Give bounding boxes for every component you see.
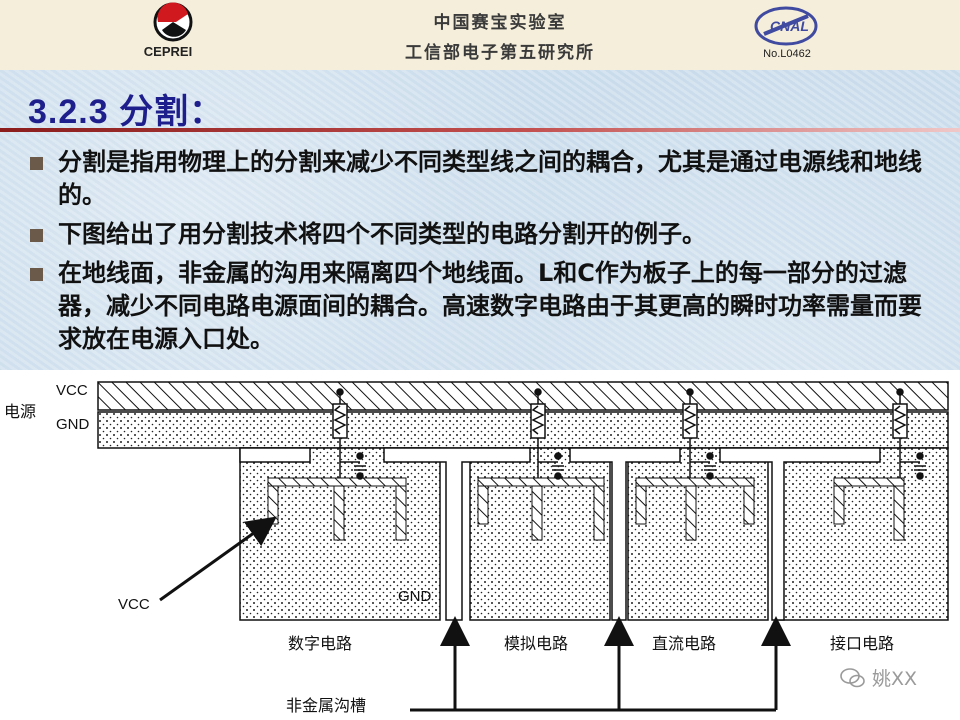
- section-label-interface: 接口电路: [830, 634, 895, 653]
- bullet-item: 下图给出了用分割技术将四个不同类型的电路分割开的例子。: [30, 218, 930, 251]
- square-bullet-icon: [30, 157, 43, 170]
- svg-text:CNAL: CNAL: [770, 18, 809, 34]
- title-underline: [0, 128, 960, 132]
- bullet-item: 分割是指用物理上的分割来减少不同类型线之间的耦合，尤其是通过电源线和地线的。: [30, 146, 930, 212]
- wechat-icon: [840, 667, 865, 687]
- section-label-analog: 模拟电路: [504, 634, 569, 653]
- bullet-text: 分割是指用物理上的分割来减少不同类型线之间的耦合，尤其是通过电源线和地线的。: [58, 148, 922, 209]
- watermark: 姚XX: [840, 664, 917, 691]
- cnal-logo-icon: CNAL: [754, 6, 818, 46]
- bullet-list: 分割是指用物理上的分割来减少不同类型线之间的耦合，尤其是通过电源线和地线的。 下…: [30, 146, 930, 362]
- trench-label: 非金属沟槽: [286, 696, 367, 715]
- square-bullet-icon: [30, 268, 43, 281]
- ceprei-logo-icon: [153, 2, 193, 42]
- partition-diagram: VCC 电源 GND VCC GND 数字电路 模拟电路 直流电路 接口电路 非…: [0, 370, 960, 720]
- header-org-line2: 工信部电子第五研究所: [405, 43, 595, 63]
- watermark-text: 姚XX: [872, 668, 918, 690]
- bullet-item: 在地线面，非金属的沟用来隔离四个地线面。L和C作为板子上的每一部分的过滤器，减少…: [30, 257, 930, 356]
- square-bullet-icon: [30, 229, 43, 242]
- vcc-arrow-label: VCC: [118, 596, 150, 613]
- section-label-digital: 数字电路: [288, 634, 353, 653]
- cnal-number: No.L0462: [763, 48, 811, 60]
- ceprei-logo-text: CEPREI: [143, 44, 193, 59]
- gnd-section-label: GND: [398, 588, 432, 605]
- slide-header: CEPREI 中国赛宝实验室 工信部电子第五研究所 CNAL No.L0462: [0, 0, 960, 70]
- bullet-text: 在地线面，非金属的沟用来隔离四个地线面。L和C作为板子上的每一部分的过滤器，减少…: [58, 259, 922, 353]
- power-label: 电源: [4, 402, 37, 421]
- header-org-line1: 中国赛宝实验室: [433, 13, 567, 33]
- gnd-plane-label: GND: [56, 416, 90, 433]
- diagram-drawing: [97, 381, 949, 712]
- slide-title: 3.2.3 分割：: [28, 93, 225, 131]
- bullet-text: 下图给出了用分割技术将四个不同类型的电路分割开的例子。: [58, 220, 706, 248]
- section-label-dc: 直流电路: [652, 634, 717, 653]
- vcc-plane-label: VCC: [56, 382, 88, 399]
